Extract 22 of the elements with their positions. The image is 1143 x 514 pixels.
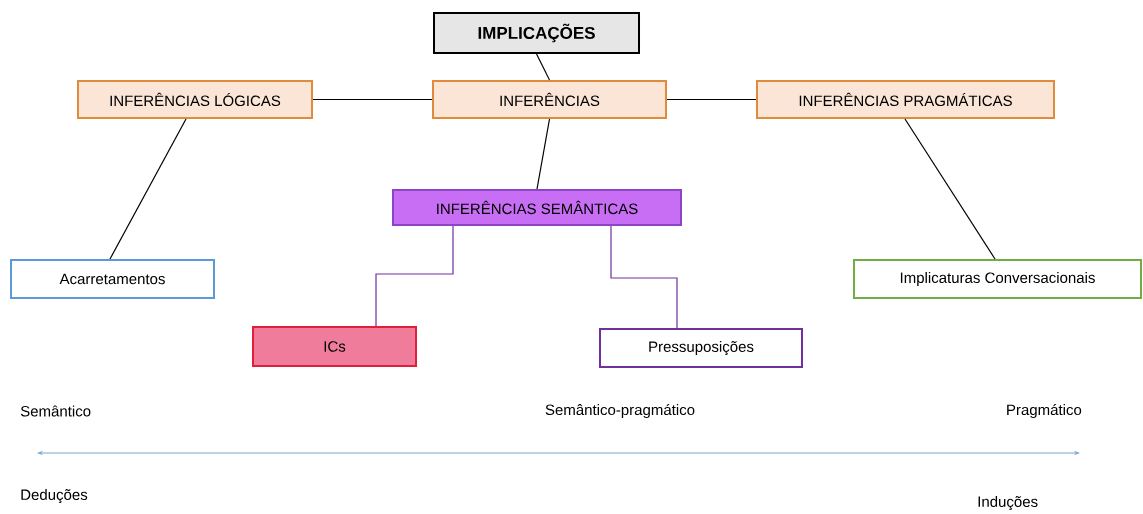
category-box: INFERÊNCIAS <box>432 80 667 119</box>
scale-label: Semântico <box>20 405 91 417</box>
leaf-box: Implicaturas Conversacionais <box>853 259 1142 299</box>
leaf-box: ICs <box>252 326 417 367</box>
category-box: INFERÊNCIAS PRAGMÁTICAS <box>756 80 1055 119</box>
connector-line <box>536 118 551 190</box>
connector-line <box>904 118 996 260</box>
connector-line <box>375 225 454 327</box>
leaf-box: Acarretamentos <box>10 259 215 299</box>
scale-label: Deduções <box>21 489 88 504</box>
category-box: INFERÊNCIAS LÓGICAS <box>77 80 313 119</box>
category-box: INFERÊNCIAS SEMÂNTICAS <box>392 189 682 226</box>
connector-line <box>312 98 433 101</box>
connector-line <box>666 98 757 101</box>
scale-label: Induções <box>978 496 1038 511</box>
connector-line <box>535 53 551 81</box>
connector-line <box>610 225 678 329</box>
scale-label: Semântico-pragmático <box>545 403 695 419</box>
leaf-box: Pressuposições <box>599 328 803 368</box>
scale-label: Pragmático <box>1007 403 1082 419</box>
connector-line <box>109 118 187 260</box>
title-box: IMPLICAÇÕES <box>433 12 640 54</box>
